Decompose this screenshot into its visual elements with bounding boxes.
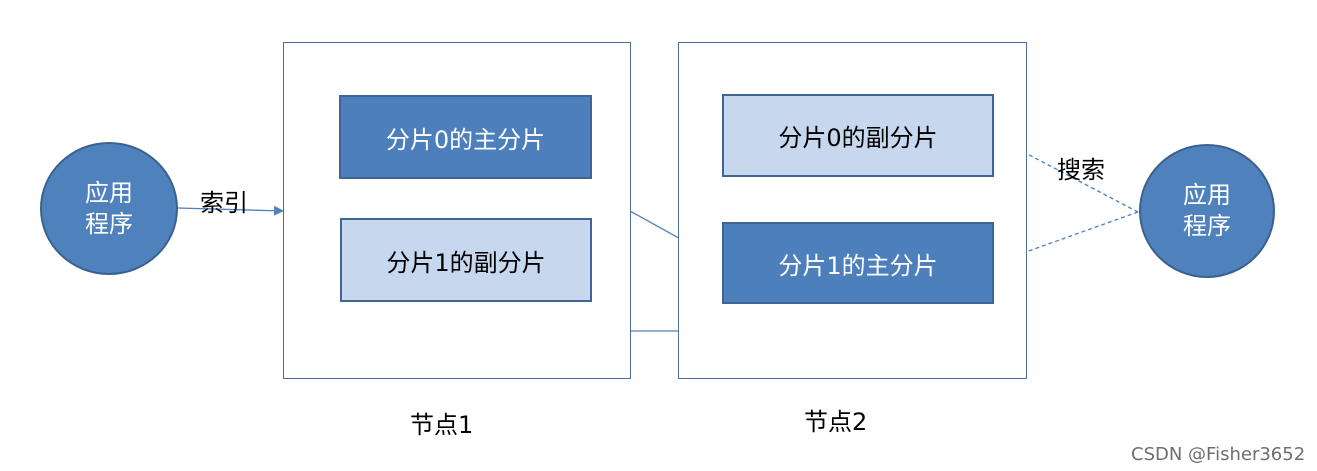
left-app-circle: 应用程序 xyxy=(40,142,178,275)
node2-box xyxy=(678,42,1027,379)
search-label: 搜索 xyxy=(1057,156,1105,184)
node1-shard1-replica: 分片1的副分片 xyxy=(340,218,592,302)
node2-shard0-replica: 分片0的副分片 xyxy=(722,94,994,177)
right-app-circle: 应用程序 xyxy=(1139,144,1275,278)
node1-box xyxy=(283,42,631,379)
index-arrow xyxy=(177,205,284,216)
right-app-label: 应用程序 xyxy=(1183,181,1231,240)
node1-shard0-primary: 分片0的主分片 xyxy=(339,95,592,179)
left-app-label: 应用程序 xyxy=(85,178,133,238)
node2-shard1-primary: 分片1的主分片 xyxy=(722,222,994,304)
node2-label: 节点2 xyxy=(804,408,868,436)
watermark: CSDN @Fisher3652 xyxy=(1131,444,1306,465)
index-label: 索引 xyxy=(200,189,248,217)
node1-label: 节点1 xyxy=(410,411,474,439)
